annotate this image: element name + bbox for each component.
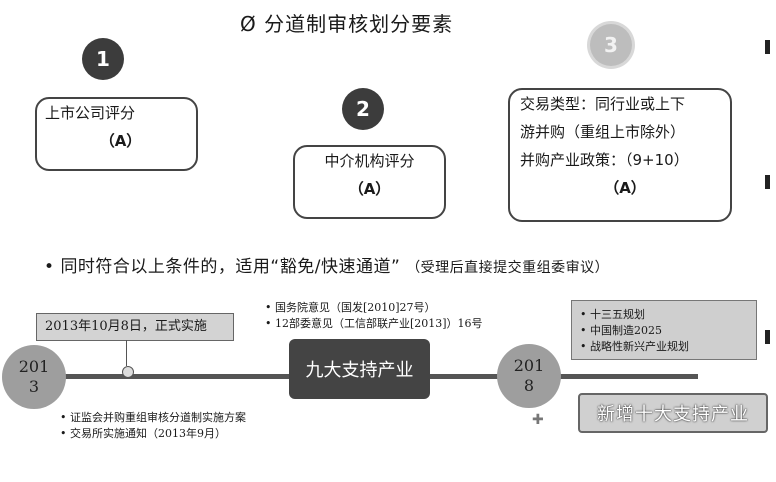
edge-mark — [765, 40, 770, 54]
factor-3-line-1: 交易类型：同行业或上下 — [520, 95, 686, 113]
factor-3-number: 3 — [590, 24, 632, 66]
page-title: Ø 分道制审核划分要素 — [240, 12, 454, 36]
year-node-2013: 201 3 — [2, 345, 66, 409]
nine-industries-box: 九大支持产业 — [289, 339, 430, 399]
year-2013-part-2: 3 — [28, 377, 40, 396]
factor-1-grade: （A） — [99, 132, 142, 150]
plans-list: • 十三五规划 • 中国制造2025 • 战略性新兴产业规划 — [580, 307, 689, 355]
factor-3-bubble: 交易类型：同行业或上下 游并购（重组上市除外） 并购产业政策：（9+10） （A… — [508, 88, 732, 222]
factor-2-bubble: 中介机构评分 （A） — [293, 145, 446, 219]
plans-box — [571, 300, 757, 360]
factor-2-grade: （A） — [348, 180, 391, 198]
note-item: • 交易所实施通知（2013年9月） — [60, 427, 226, 440]
date-connector — [126, 340, 127, 366]
note-item: • 证监会并购重组审核分道制实施方案 — [60, 411, 246, 424]
policy-references: • 国务院意见（国发[2010]27号） • 12部委意见（工信部联产业[201… — [265, 300, 483, 332]
year-2018-part-2: 8 — [523, 376, 535, 395]
condition-main: 同时符合以上条件的，适用“豁免/快速通道” — [60, 257, 401, 277]
factor-3-line-3: 并购产业政策：（9+10） — [520, 151, 689, 169]
year-2013-part-1: 201 — [18, 357, 50, 376]
factor-1-number: 1 — [82, 38, 124, 80]
factor-2-number: 2 — [342, 88, 384, 130]
factor-3-grade: （A） — [604, 179, 646, 197]
year-2018-part-1: 201 — [513, 356, 545, 375]
factor-2-label: 中介机构评分 — [324, 152, 415, 170]
condition-note: （受理后直接提交重组委审议） — [406, 260, 610, 276]
plan-item: • 战略性新兴产业规划 — [580, 340, 689, 353]
year-node-2018: 201 8 — [497, 344, 561, 408]
edge-mark — [765, 175, 770, 189]
condition-bullet: • — [44, 257, 55, 277]
policy-ref-item: • 国务院意见（国发[2010]27号） — [265, 301, 436, 314]
implementation-date: 2013年10月8日，正式实施 — [36, 313, 234, 341]
factor-1-bubble: 上市公司评分 （A） — [35, 97, 198, 171]
factor-1-label: 上市公司评分 — [45, 104, 136, 122]
date-marker — [122, 366, 134, 378]
ten-industries-box: 新增十大支持产业 — [578, 393, 768, 433]
policy-ref-item: • 12部委意见（工信部联产业[2013]）16号 — [265, 317, 483, 330]
plan-item: • 中国制造2025 — [580, 324, 662, 337]
condition-statement: • 同时符合以上条件的，适用“豁免/快速通道” （受理后直接提交重组委审议） — [44, 252, 609, 277]
plan-item: • 十三五规划 — [580, 308, 645, 321]
implementation-notes: • 证监会并购重组审核分道制实施方案 • 交易所实施通知（2013年9月） — [60, 410, 246, 442]
edge-mark — [765, 330, 770, 344]
plus-icon: ✚ — [532, 412, 544, 428]
factor-3-line-2: 游并购（重组上市除外） — [520, 123, 686, 141]
